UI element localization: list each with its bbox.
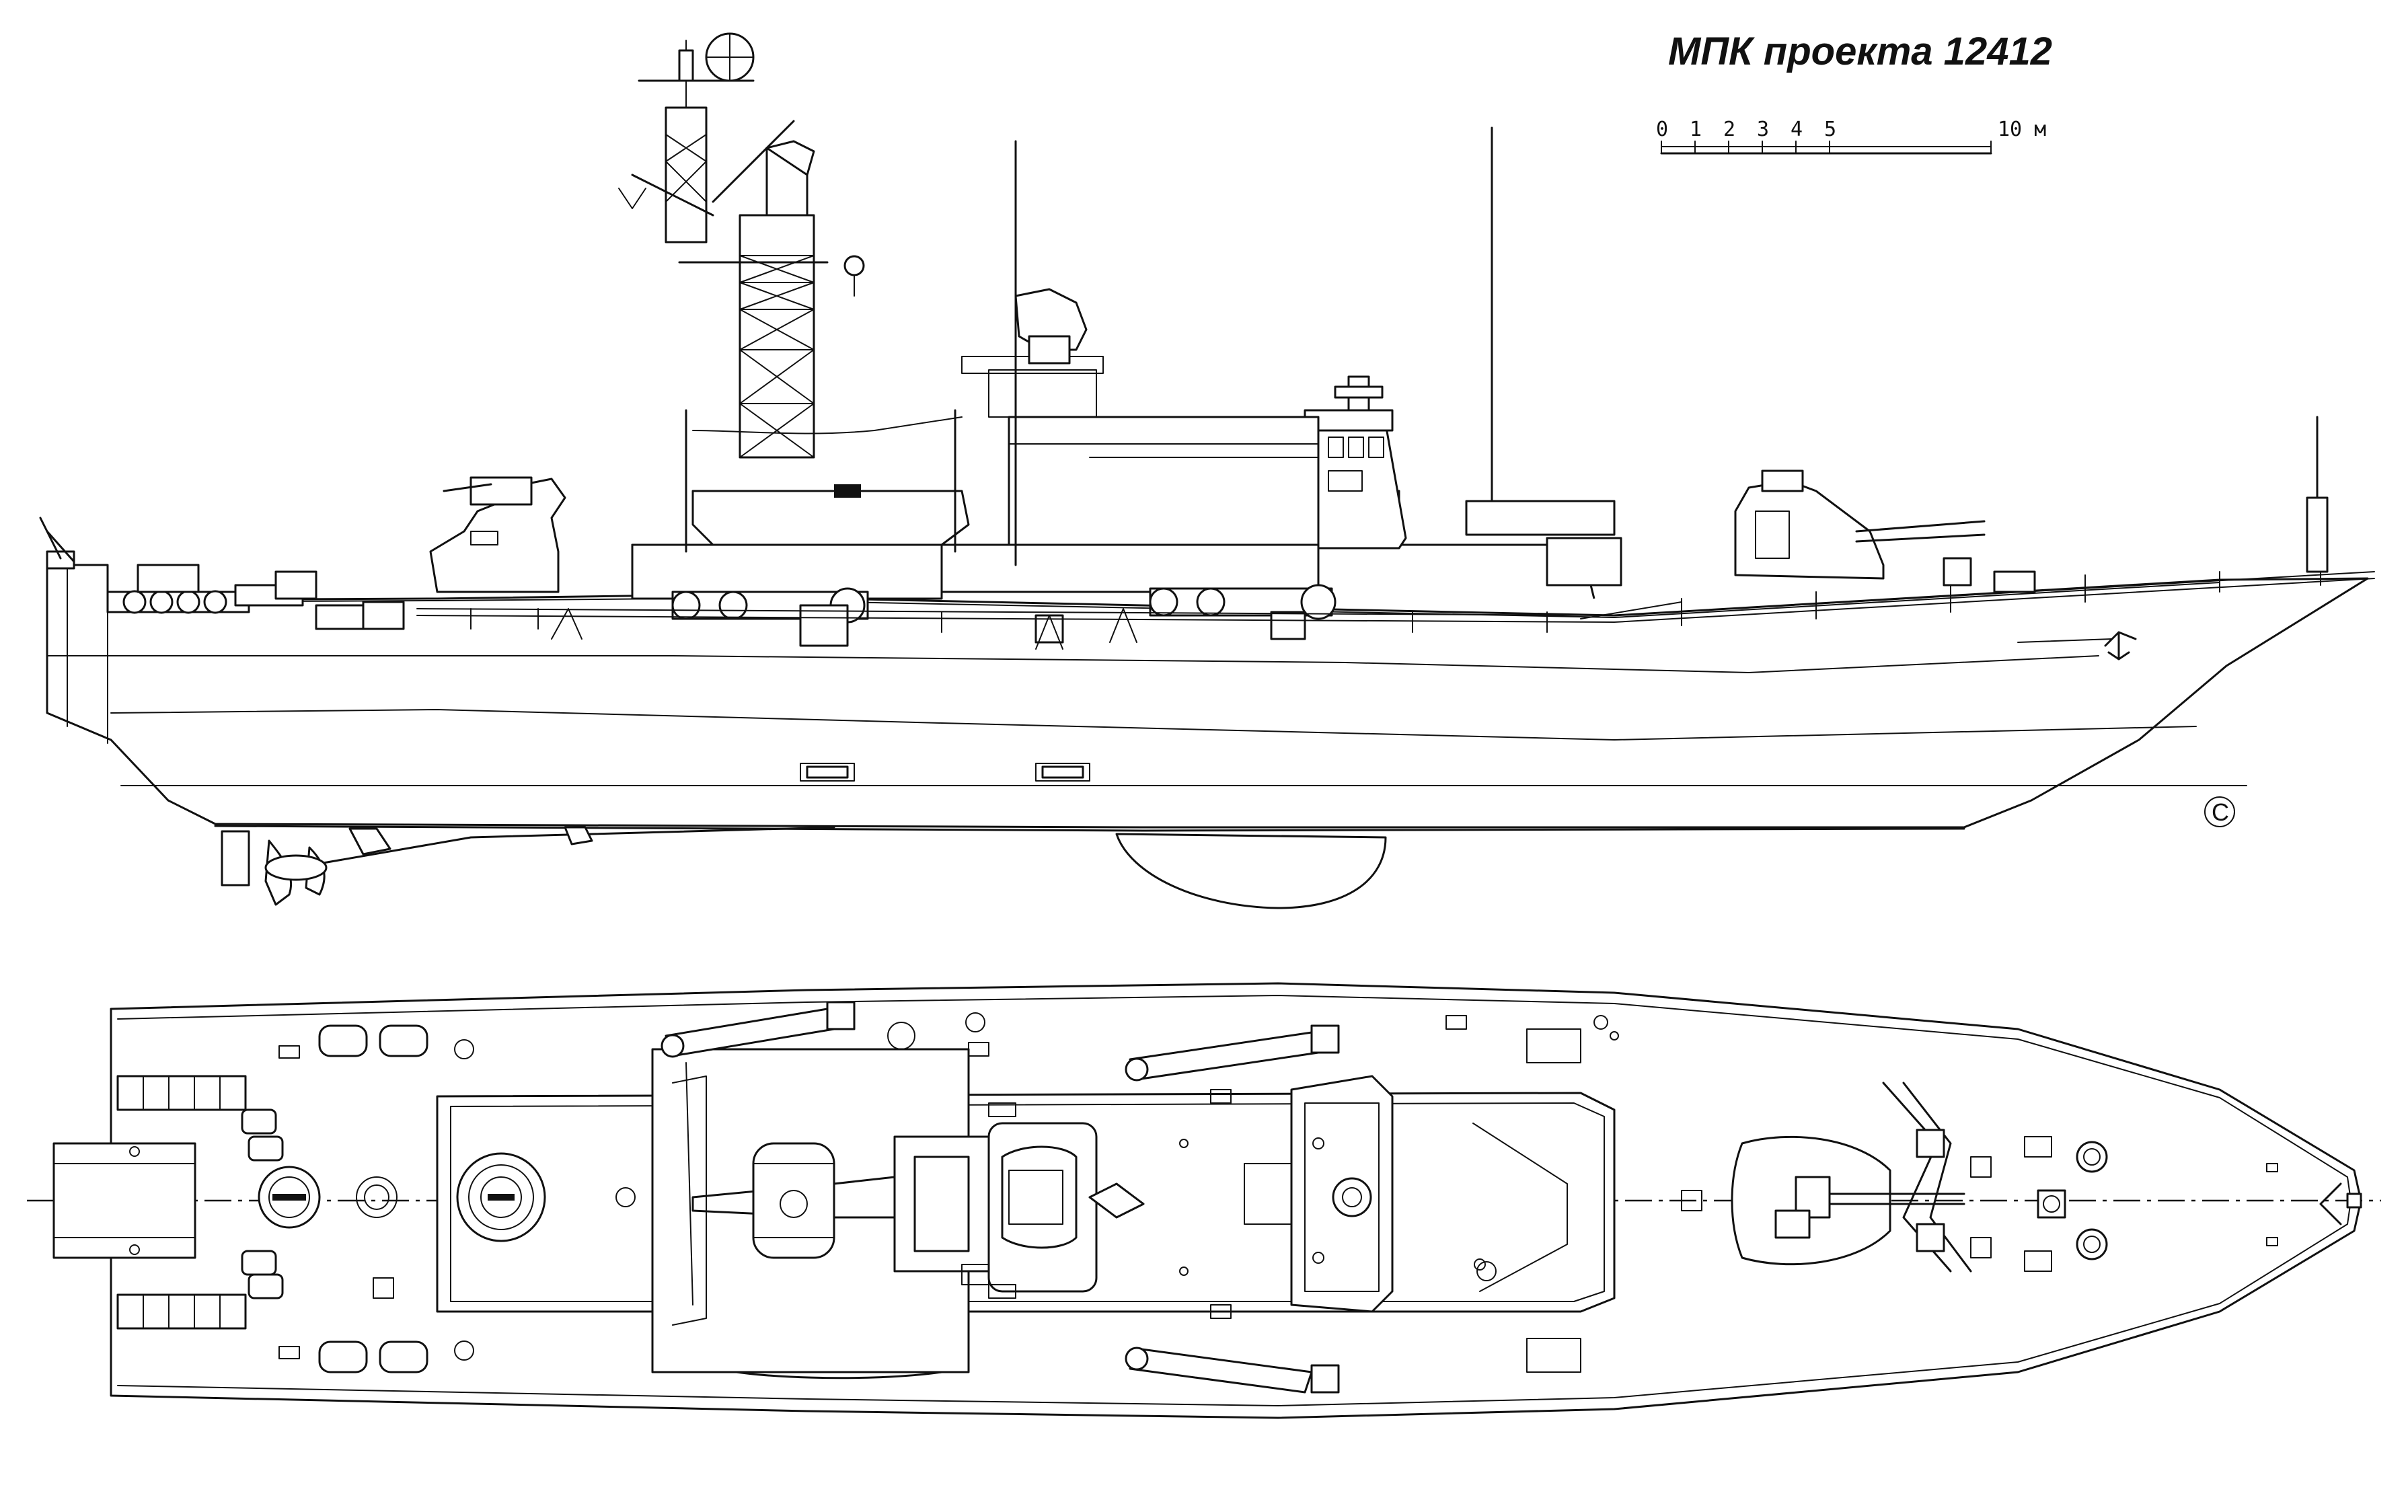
scale-tick-5: 5 <box>1824 118 1836 141</box>
forward-gun-turret <box>1734 480 1885 580</box>
stern-platform <box>52 1142 196 1259</box>
capstan-port <box>2076 1141 2108 1173</box>
torpedo-tubes-side <box>671 584 1337 623</box>
scale-tick-2: 2 <box>1723 118 1735 141</box>
capstan-starboard <box>2076 1228 2108 1260</box>
lattice-mast <box>618 32 865 459</box>
top-view <box>27 982 2381 1419</box>
hull-mark: C <box>2212 798 2229 826</box>
bow-fairlead <box>2319 1182 2342 1225</box>
scale-tick-4: 4 <box>1791 118 1803 141</box>
radar-dish <box>1014 288 1088 351</box>
side-view: C <box>39 32 2375 909</box>
lifeboat-side <box>691 490 970 546</box>
hull-side <box>46 564 2369 829</box>
scale-tick-3: 3 <box>1757 118 1769 141</box>
scale-end-label: 10 м <box>1998 118 2046 141</box>
scale-bar: 0 1 2 3 4 5 10 м <box>1656 118 2046 155</box>
hull-mark-circle <box>2204 796 2235 827</box>
scale-tick-1: 1 <box>1690 118 1702 141</box>
torpedo-tubes-plan <box>661 1001 1340 1394</box>
drawing-title: МПК проекта 12412 <box>1668 30 2052 73</box>
sonar-dome <box>1115 833 1387 909</box>
scale-tick-0: 0 <box>1656 118 1668 141</box>
anchor <box>2104 631 2137 660</box>
rudder <box>221 830 250 886</box>
